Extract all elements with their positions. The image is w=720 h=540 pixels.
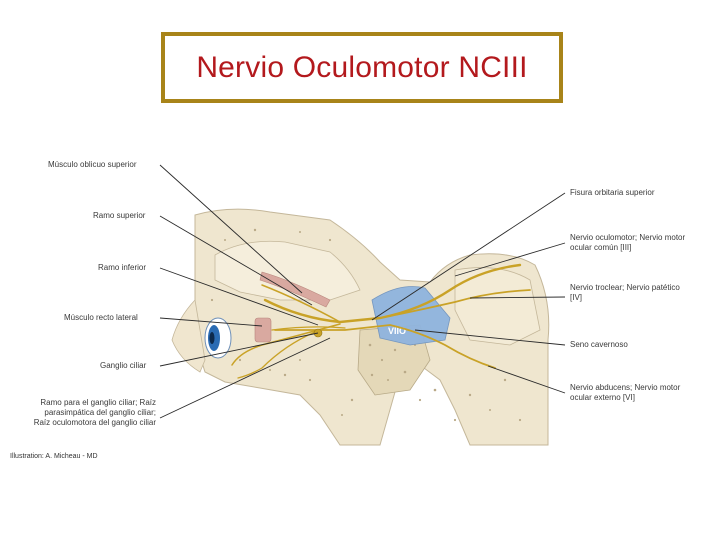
label-ramo-superior: Ramo superior bbox=[93, 211, 146, 220]
label-ramo-ganglio-line1: Ramo para el ganglio ciliar; Raíz bbox=[40, 398, 156, 407]
label-abducens-line2: ocular externo [VI] bbox=[570, 393, 635, 402]
label-oculomotor-line2: ocular común [III] bbox=[570, 243, 632, 252]
label-troclear-line1: Nervio troclear; Nervio patético bbox=[570, 283, 680, 292]
leader-seno bbox=[414, 329, 566, 346]
nerve-trochlear bbox=[389, 289, 531, 317]
nerve-superior-branch bbox=[261, 284, 341, 323]
label-ramo-ganglio-line3: Raíz oculomotora del ganglio ciliar bbox=[33, 418, 156, 427]
label-abducens-line1: Nervio abducens; Nervio motor bbox=[570, 383, 681, 392]
label-ganglio-ciliar: Ganglio ciliar bbox=[100, 361, 147, 370]
petrous-bone bbox=[454, 267, 541, 346]
label-seno-cavernoso: Seno cavernoso bbox=[570, 340, 628, 349]
leader-ganglio bbox=[159, 332, 319, 367]
leader-oblicuo bbox=[159, 164, 303, 294]
pupil bbox=[209, 332, 215, 344]
label-fisura-orbitaria: Fisura orbitaria superior bbox=[570, 188, 655, 197]
nerve-oculomotor bbox=[263, 263, 522, 324]
sinus-marker-text: VIIO bbox=[388, 326, 406, 336]
nerve-abducens bbox=[274, 324, 496, 369]
label-oculomotor-line1: Nervio oculomotor; Nervio motor bbox=[570, 233, 686, 242]
leader-troclear bbox=[469, 296, 566, 299]
leader-abducens bbox=[487, 365, 566, 394]
label-ramo-ganglio: Ramo para el ganglio ciliar; Raíz parasi… bbox=[10, 398, 156, 428]
nerve-ciliary-root bbox=[237, 331, 316, 379]
leader-ramo-superior bbox=[159, 215, 313, 306]
label-ramo-inferior: Ramo inferior bbox=[98, 263, 147, 272]
illustration-credit: Illustration: A. Micheau - MD bbox=[10, 453, 98, 460]
leader-lines bbox=[159, 164, 566, 419]
label-nervio-oculomotor: Nervio oculomotor; Nervio motor ocular c… bbox=[570, 233, 685, 253]
superior-oblique-muscle bbox=[259, 271, 331, 308]
slide-title: Nervio Oculomotor NCIII bbox=[196, 50, 528, 84]
label-ramo-ganglio-line2: parasimpática del ganglio ciliar; bbox=[44, 408, 156, 417]
label-nervio-troclear: Nervio troclear; Nervio patético [IV] bbox=[570, 283, 680, 303]
leader-oculomotor bbox=[454, 242, 566, 277]
lateral-rectus-muscle bbox=[254, 317, 272, 343]
label-musculo-recto-lateral: Músculo recto lateral bbox=[64, 313, 138, 322]
orbital-roof bbox=[214, 240, 361, 301]
face-profile bbox=[171, 299, 206, 373]
label-nervio-abducens: Nervio abducens; Nervio motor ocular ext… bbox=[570, 383, 680, 403]
leader-ramo-inferior bbox=[159, 267, 319, 326]
leader-fisura bbox=[371, 192, 566, 321]
label-musculo-oblicuo-superior: Músculo oblicuo superior bbox=[48, 160, 137, 169]
leader-recto-lateral bbox=[159, 317, 263, 327]
nerve-lateral-rectus bbox=[271, 326, 346, 331]
label-troclear-line2: [IV] bbox=[570, 293, 583, 302]
leader-ramo-ganglio bbox=[159, 337, 331, 419]
title-box: Nervio Oculomotor NCIII bbox=[161, 32, 563, 103]
